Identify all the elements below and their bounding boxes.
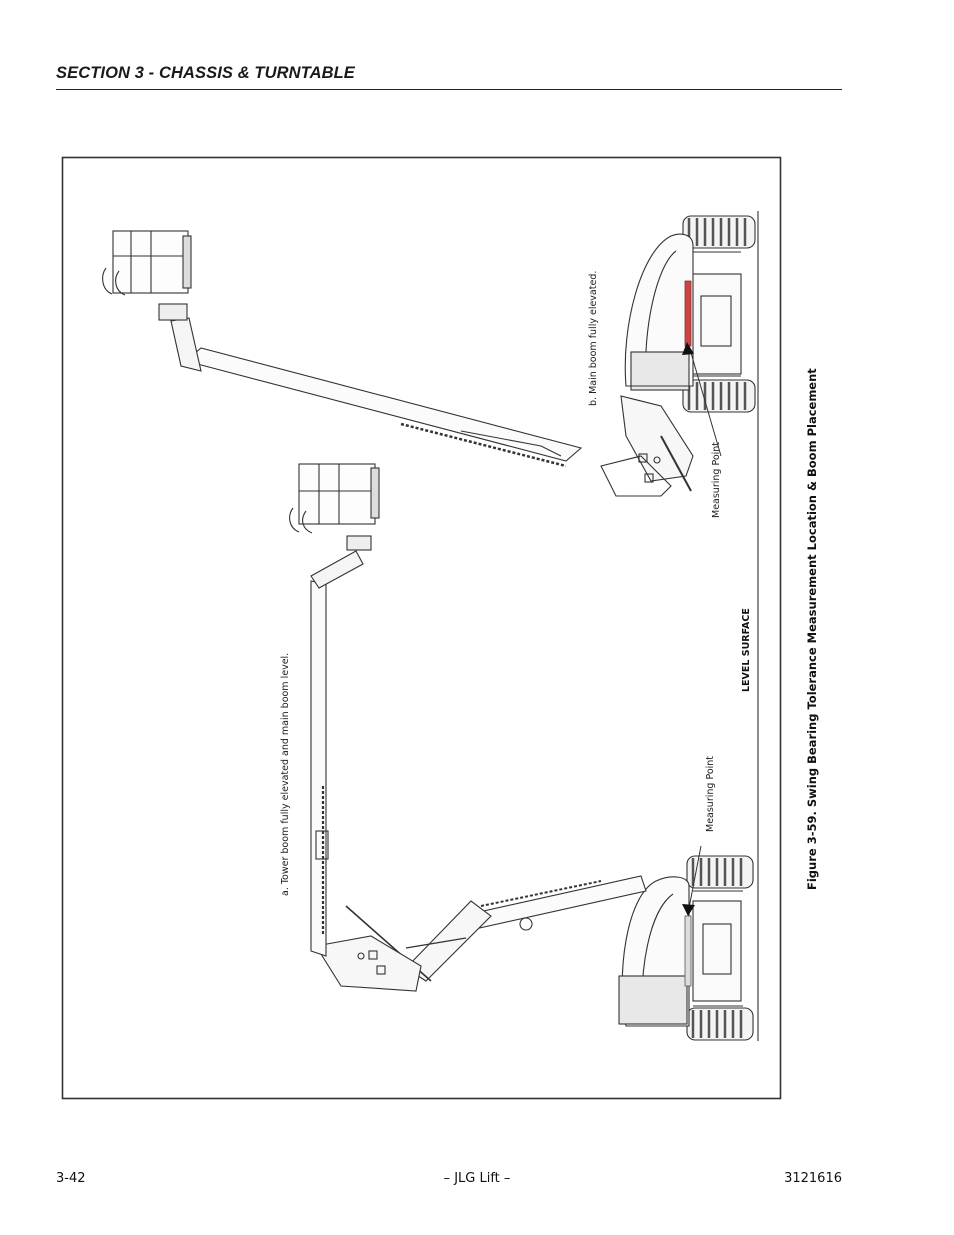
machine-a-illustration — [289, 463, 754, 1041]
figure-border — [61, 156, 782, 1100]
figure-caption: Figure 3-59. Swing Bearing Tolerance Mea… — [805, 368, 819, 890]
header-divider — [56, 89, 842, 90]
label-measuring-point-b: Measuring Point — [711, 442, 722, 518]
label-measuring-point-a: Measuring Point — [705, 756, 716, 832]
label-tower-boom-elevated: a. Tower boom fully elevated and main bo… — [280, 653, 291, 896]
label-level-surface: LEVEL SURFACE — [741, 608, 752, 692]
wheel-b-top — [682, 215, 756, 249]
section-title: SECTION 3 - CHASSIS & TURNTABLE — [56, 64, 355, 82]
boom-placement-figure: a. Tower boom fully elevated and main bo… — [61, 156, 782, 1100]
wheel-b-bottom — [682, 379, 756, 413]
measuring-point-a-leader — [688, 845, 702, 909]
wheel-a-top — [686, 855, 754, 889]
document-number: 3121616 — [784, 1171, 842, 1186]
page-number: 3-42 — [56, 1171, 86, 1186]
footer-brand: – JLG Lift – — [443, 1171, 511, 1186]
label-main-boom-elevated: b. Main boom fully elevated. — [588, 271, 599, 406]
measuring-point-a-arrow — [682, 904, 695, 916]
measuring-point-b-leader — [688, 345, 722, 457]
wheel-a-bottom — [686, 1007, 754, 1041]
measuring-point-b-arrow — [682, 342, 694, 355]
machine-b-illustration — [102, 215, 756, 497]
